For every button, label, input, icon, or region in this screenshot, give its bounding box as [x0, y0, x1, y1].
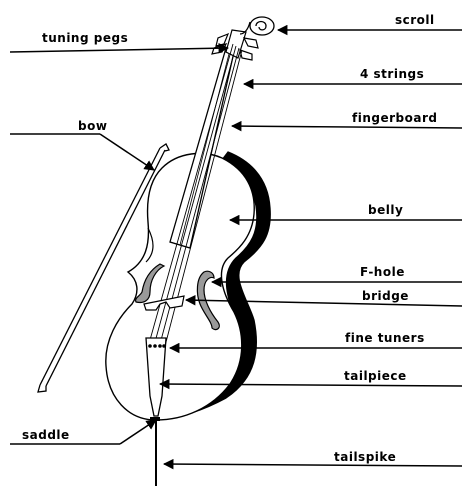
- fine-tuner-dots: [148, 344, 166, 348]
- label-fingerboard: fingerboard: [352, 111, 438, 125]
- c-bout-curve: [145, 227, 154, 263]
- leader-bridge: [184, 294, 463, 307]
- label-belly: belly: [368, 203, 404, 217]
- label-strings: 4 strings: [360, 67, 425, 81]
- label-fine-tuners: fine tuners: [345, 331, 425, 345]
- leader-tuning-pegs: [9, 42, 230, 54]
- label-scroll: scroll: [395, 13, 435, 27]
- bridge-shape: [143, 295, 185, 311]
- label-saddle: saddle: [22, 428, 70, 442]
- saddle-shape: [150, 417, 160, 421]
- leader-fingerboard: [230, 120, 463, 132]
- label-bow: bow: [78, 119, 108, 133]
- label-tailpiece: tailpiece: [344, 369, 407, 383]
- label-f-hole: F-hole: [360, 265, 405, 279]
- leader-tailspike: [162, 458, 463, 470]
- label-tuning-pegs: tuning pegs: [42, 31, 129, 45]
- label-tailspike: tailspike: [334, 450, 397, 464]
- scroll-shape: [239, 16, 275, 36]
- f-hole-left: [135, 263, 166, 304]
- tailpiece-shape: [145, 337, 167, 417]
- label-bridge: bridge: [362, 289, 409, 303]
- leader-lines: [9, 24, 463, 470]
- leader-tailpiece: [158, 378, 463, 390]
- bow: [37, 143, 170, 393]
